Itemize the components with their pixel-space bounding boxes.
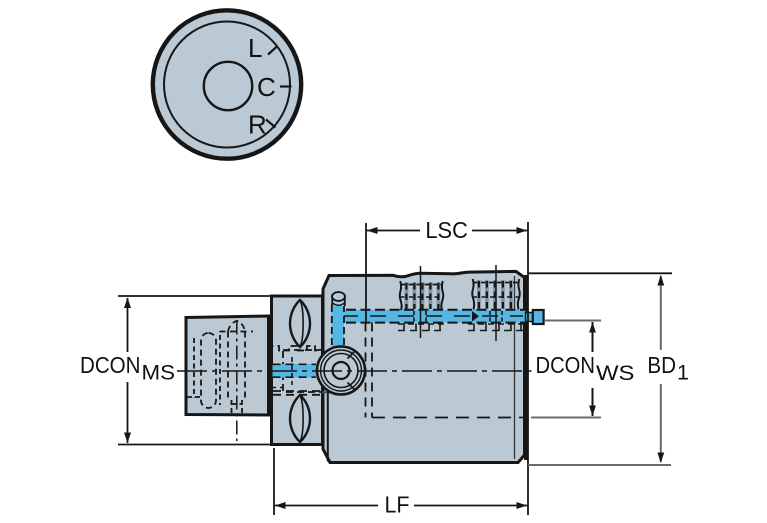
svg-text:L: L: [248, 33, 262, 63]
svg-text:C: C: [257, 72, 276, 102]
svg-text:LSC: LSC: [425, 217, 468, 243]
svg-text:DCON: DCON: [536, 352, 596, 378]
svg-text:BD: BD: [647, 352, 676, 378]
svg-text:LF: LF: [385, 492, 410, 518]
svg-text:DCON: DCON: [80, 352, 141, 378]
svg-text:MS: MS: [142, 361, 176, 385]
svg-text:R: R: [248, 110, 267, 140]
svg-text:WS: WS: [596, 361, 635, 385]
svg-text:1: 1: [677, 361, 689, 385]
